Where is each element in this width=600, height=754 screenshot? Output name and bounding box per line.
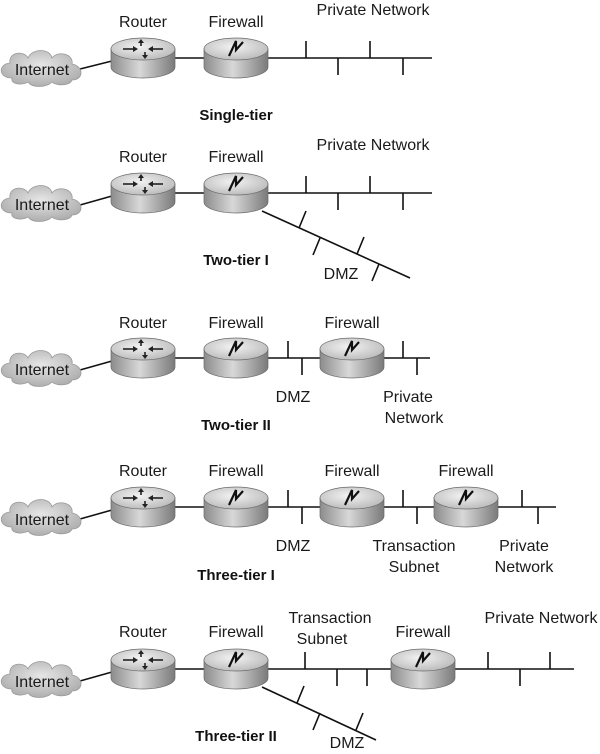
- diagram-three-tier-ii: Internet Router Firewall Firewall Transa…: [0, 610, 599, 752]
- firewall-icon: [318, 485, 386, 529]
- firewall-icon: [202, 647, 270, 691]
- transaction-subnet-taps: [304, 652, 368, 686]
- private-label: Private: [383, 389, 433, 406]
- dmz-line: [261, 210, 411, 279]
- internet-router-link: [79, 60, 113, 70]
- firewall-label: Firewall: [324, 463, 379, 480]
- firewall-label: Firewall: [395, 624, 450, 641]
- private-network-taps: [305, 41, 404, 75]
- router-icon: [110, 648, 176, 690]
- private-network-label: Private Network: [317, 2, 431, 19]
- firewall-icon: [432, 485, 500, 529]
- router-icon: [110, 486, 176, 528]
- subnet-label: Subnet: [389, 559, 440, 576]
- router-label: Router: [119, 315, 168, 332]
- firewall-label: Firewall: [438, 463, 493, 480]
- dmz-taps: [287, 490, 303, 524]
- internet-label: Internet: [15, 197, 70, 214]
- private-network-taps: [521, 490, 539, 524]
- internet-router-link: [79, 195, 113, 206]
- diagram-title: Two-tier I: [203, 252, 269, 269]
- router-label: Router: [119, 624, 168, 641]
- dmz-taps: [298, 210, 380, 282]
- router-icon: [110, 337, 176, 379]
- diagram-three-tier-i: Internet Router Firewall Firewall Firewa…: [0, 463, 556, 584]
- dmz-label: DMZ: [324, 266, 359, 283]
- firewall-label: Firewall: [208, 149, 263, 166]
- network-label: Network: [495, 559, 555, 576]
- diagram-title: Two-tier II: [201, 417, 271, 434]
- internet-label: Internet: [15, 62, 70, 79]
- firewall-icon: [202, 36, 270, 80]
- diagram-title: Three-tier II: [195, 728, 277, 745]
- router-label: Router: [119, 463, 168, 480]
- firewall-icon: [202, 485, 270, 529]
- private-network-label: Private Network: [317, 137, 431, 154]
- firewall-label: Firewall: [208, 463, 263, 480]
- diagram-single-tier: Internet Router Firewall Private Network…: [0, 2, 432, 124]
- internet-router-link: [79, 671, 113, 682]
- router-label: Router: [119, 14, 168, 31]
- firewall-label: Firewall: [208, 624, 263, 641]
- router-icon: [110, 172, 176, 214]
- private-network-label: Private Network: [485, 610, 599, 627]
- dmz-label: DMZ: [276, 389, 311, 406]
- private-network-taps: [402, 341, 418, 375]
- transaction-label: Transaction: [373, 538, 456, 555]
- router-label: Router: [119, 149, 168, 166]
- internet-label: Internet: [15, 674, 70, 691]
- transaction-label: Transaction: [289, 610, 372, 627]
- router-icon: [110, 37, 176, 79]
- dmz-label: DMZ: [276, 538, 311, 555]
- diagram-title: Single-tier: [199, 107, 273, 124]
- firewall-label: Firewall: [208, 315, 263, 332]
- diagram-title: Three-tier I: [197, 567, 275, 584]
- firewall-icon: [389, 647, 457, 691]
- network-label: Network: [385, 410, 445, 427]
- subnet-label: Subnet: [297, 631, 348, 648]
- transaction-subnet-taps: [402, 490, 418, 524]
- diagram-two-tier-ii: Internet Router Firewall Firewall DMZ Pr…: [0, 315, 445, 434]
- dmz-taps: [296, 685, 364, 731]
- internet-router-link: [79, 360, 113, 371]
- internet-label: Internet: [15, 362, 70, 379]
- dmz-taps: [287, 341, 303, 375]
- firewall-label: Firewall: [324, 315, 379, 332]
- internet-router-link: [79, 509, 113, 520]
- diagram-two-tier-i: Internet Router Firewall Private Network…: [0, 137, 432, 283]
- firewall-label: Firewall: [208, 14, 263, 31]
- firewall-icon: [202, 171, 270, 215]
- private-network-taps: [487, 652, 551, 686]
- private-network-taps: [305, 176, 404, 210]
- private-label: Private: [499, 538, 549, 555]
- dmz-label: DMZ: [330, 735, 365, 752]
- firewall-icon: [202, 336, 270, 380]
- firewall-icon: [318, 336, 386, 380]
- internet-label: Internet: [15, 512, 70, 529]
